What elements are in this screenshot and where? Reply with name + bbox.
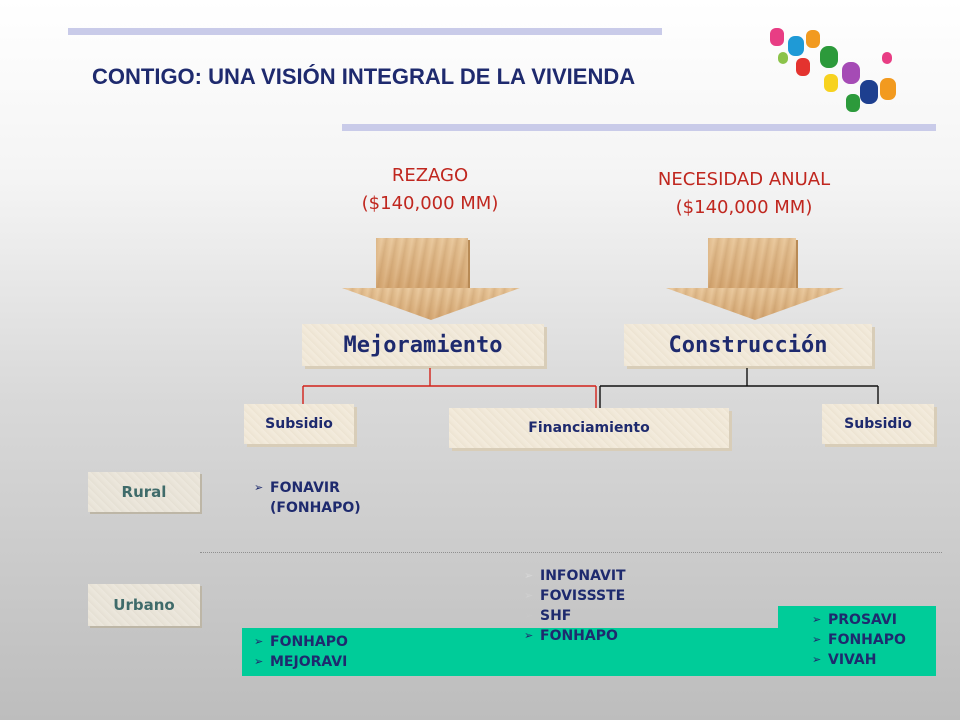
arrow-bullet-icon: ➢ (812, 653, 822, 666)
list-item: ➢ MEJORAVI (254, 652, 348, 672)
list-item: ➢ FOVISSSTE (524, 586, 626, 606)
rezago-heading-line2: ($140,000 MM) (361, 193, 499, 214)
rezago-heading-line1: REZAGO (391, 165, 469, 186)
arrow-bullet-icon: ➢ (254, 655, 264, 668)
program-name: INFONAVIT (540, 568, 626, 584)
rural-label: Rural (88, 472, 200, 512)
list-item: ➢ FONAVIR (254, 478, 361, 498)
list-item: (FONHAPO) (254, 498, 361, 518)
urbano-label: Urbano (88, 584, 200, 626)
urban-green-band-right (778, 606, 936, 628)
list-item: ➢ SHF (524, 606, 626, 626)
rezago-down-arrow-icon (342, 238, 520, 320)
subsidio-right-box: Subsidio (822, 404, 934, 444)
list-item: ➢ FONHAPO (524, 626, 626, 646)
rural-program-name: FONAVIR (270, 480, 340, 496)
hands-logo-icon (770, 28, 896, 112)
urban-left-program-list: ➢ FONHAPO ➢ MEJORAVI (254, 632, 348, 672)
arrow-bullet-icon: ➢ (524, 609, 534, 622)
necesidad-heading-line2: ($140,000 MM) (675, 197, 813, 218)
list-item: ➢ INFONAVIT (524, 566, 626, 586)
urban-green-band (242, 628, 936, 676)
list-item: ➢ FONHAPO (812, 630, 906, 650)
program-name: FONHAPO (540, 628, 618, 644)
necesidad-heading-line1: NECESIDAD ANUAL (657, 169, 831, 190)
program-name: FONHAPO (270, 634, 348, 650)
arrow-bullet-icon: ➢ (254, 481, 264, 494)
arrow-bullet-icon: ➢ (812, 633, 822, 646)
program-name: FOVISSSTE (540, 588, 626, 604)
construccion-connector (599, 368, 879, 410)
financiamiento-box: Financiamiento (449, 408, 729, 448)
list-item: ➢ FONHAPO (254, 632, 348, 652)
row-separator (200, 552, 942, 553)
necesidad-down-arrow-icon (666, 238, 844, 320)
arrow-bullet-icon: ➢ (524, 569, 534, 582)
urban-right-program-list: ➢ PROSAVI ➢ FONHAPO ➢ VIVAH (812, 610, 906, 670)
list-item: ➢ PROSAVI (812, 610, 906, 630)
mejoramiento-box: Mejoramiento (302, 324, 544, 366)
rural-program-sub: (FONHAPO) (270, 500, 361, 516)
program-name: MEJORAVI (270, 654, 348, 670)
top-accent-bar (68, 28, 662, 35)
rural-program-list: ➢ FONAVIR (FONHAPO) (254, 478, 361, 518)
program-name: PROSAVI (828, 612, 897, 628)
urban-mid-program-list: ➢ INFONAVIT ➢ FOVISSSTE ➢ SHF ➢ FONHAPO (524, 566, 626, 646)
arrow-bullet-icon: ➢ (524, 589, 534, 602)
mejoramiento-connector (302, 368, 597, 410)
necesidad-heading: NECESIDAD ANUAL ($140,000 MM) (614, 166, 874, 222)
construccion-box: Construcción (624, 324, 872, 366)
hand-print-icon (770, 28, 896, 112)
program-name: VIVAH (828, 652, 877, 668)
arrow-bullet-icon: ➢ (812, 613, 822, 626)
program-name: FONHAPO (828, 632, 906, 648)
bottom-accent-bar (342, 124, 936, 131)
program-name: SHF (540, 608, 572, 624)
arrow-bullet-icon: ➢ (254, 635, 264, 648)
subsidio-left-box: Subsidio (244, 404, 354, 444)
rezago-heading: REZAGO ($140,000 MM) (330, 162, 530, 218)
page-title: CONTIGO: UNA VISIÓN INTEGRAL DE LA VIVIE… (92, 64, 636, 89)
list-item: ➢ VIVAH (812, 650, 906, 670)
arrow-bullet-icon: ➢ (524, 629, 534, 642)
